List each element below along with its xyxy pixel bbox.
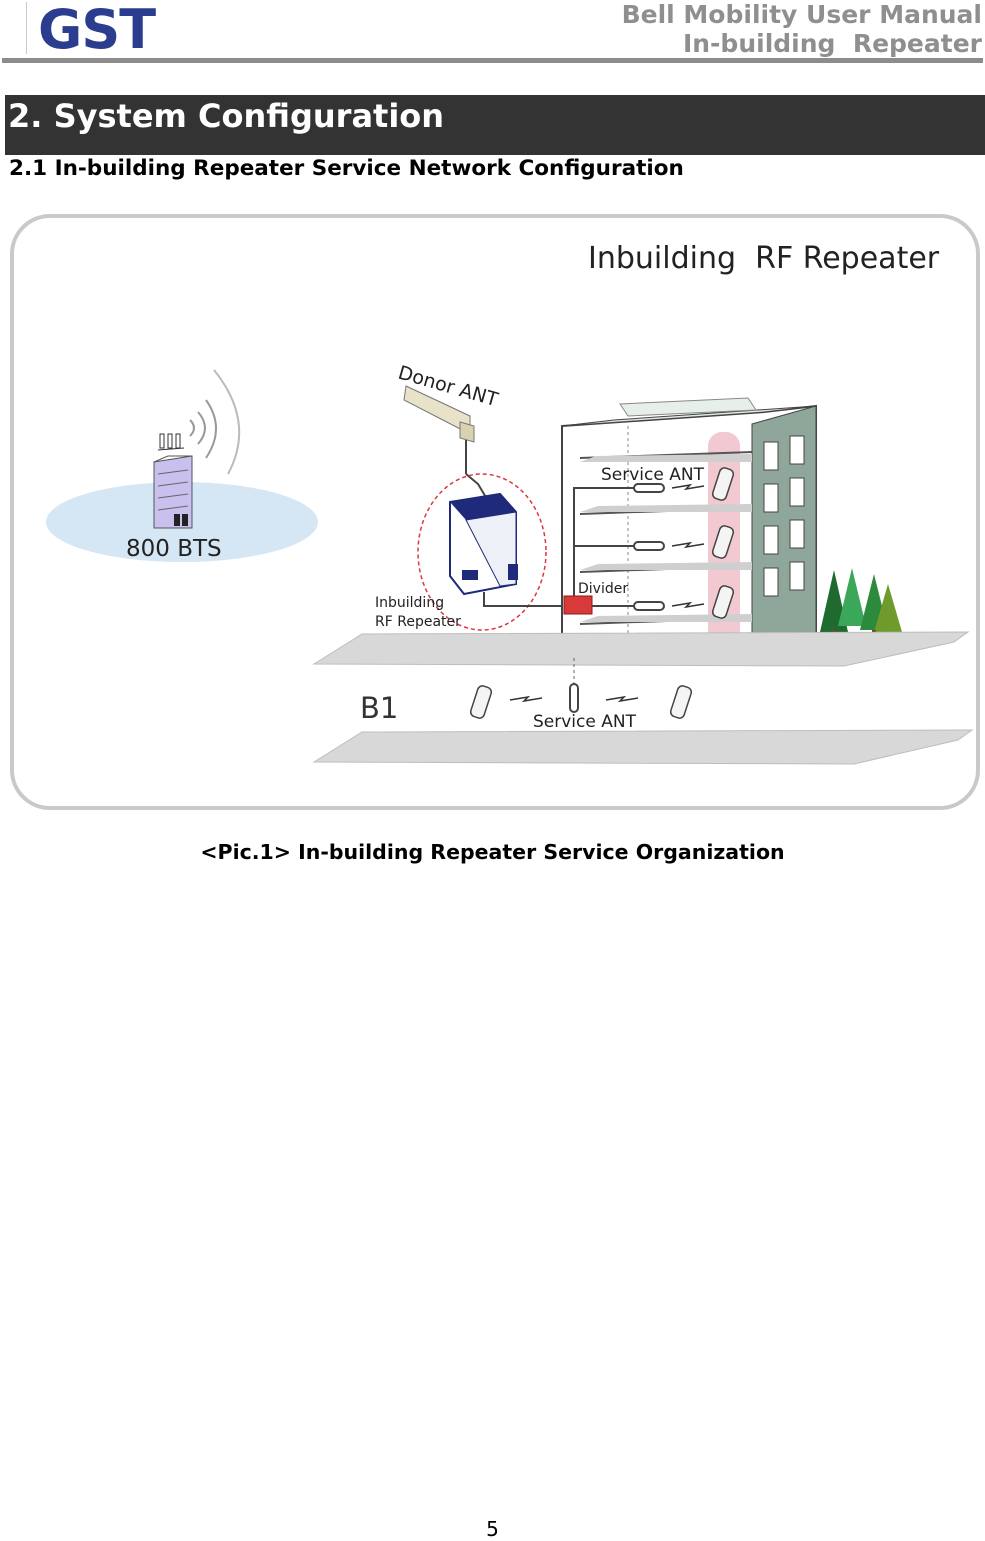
basement-signal-icons [509,695,639,703]
trees-icon [820,568,902,640]
logo-divider [26,2,27,54]
mobile-phone-icons [711,467,735,619]
section-title: 2. System Configuration [8,97,445,135]
basement-phone-icons [469,685,693,719]
service-antenna-icons [633,483,665,611]
service-ant-bottom-label: Service ANT [533,712,637,732]
section-bar: 2. System Configuration [5,95,985,155]
divider-label: Divider [578,581,628,597]
bts-label: 800 BTS [126,536,222,562]
signal-bolt-icons [671,483,705,609]
page-header: GST Bell Mobility User Manual In-buildin… [0,0,985,64]
diagram-title: Inbuilding RF Repeater [588,241,940,276]
divider-icon [563,595,593,615]
basement-antenna-icon [569,683,579,713]
manual-title: Bell Mobility User Manual [621,0,982,29]
figure-caption: <Pic.1> In-building Repeater Service Org… [200,840,785,864]
network-diagram: Inbuilding RF Repeater 800 BTS Donor ANT [10,214,980,810]
bts-tower-icon [153,433,193,529]
building-icon [561,397,817,659]
ground-floor-slab [312,631,970,667]
repeater-unit-icon [449,492,518,596]
gst-logo: GST [38,2,157,52]
repeater-coverage-zone [417,473,547,631]
header-rule [2,58,983,63]
repeater-label-line1: Inbuilding [375,595,444,611]
donor-antenna-icon [403,385,475,443]
repeater-label-line2: RF Repeater [375,614,461,630]
logo-text: GST [38,2,156,52]
radio-waves-icon [189,369,241,475]
basement-floor-slab [312,729,974,765]
service-ant-top-label: Service ANT [601,465,705,485]
basement-label: B1 [360,691,398,725]
page-number: 5 [486,1517,499,1541]
manual-heading: Bell Mobility User Manual In-building Re… [622,0,982,58]
subsection-title: 2.1 In-building Repeater Service Network… [9,156,684,181]
manual-subtitle: In-building Repeater [682,29,982,58]
